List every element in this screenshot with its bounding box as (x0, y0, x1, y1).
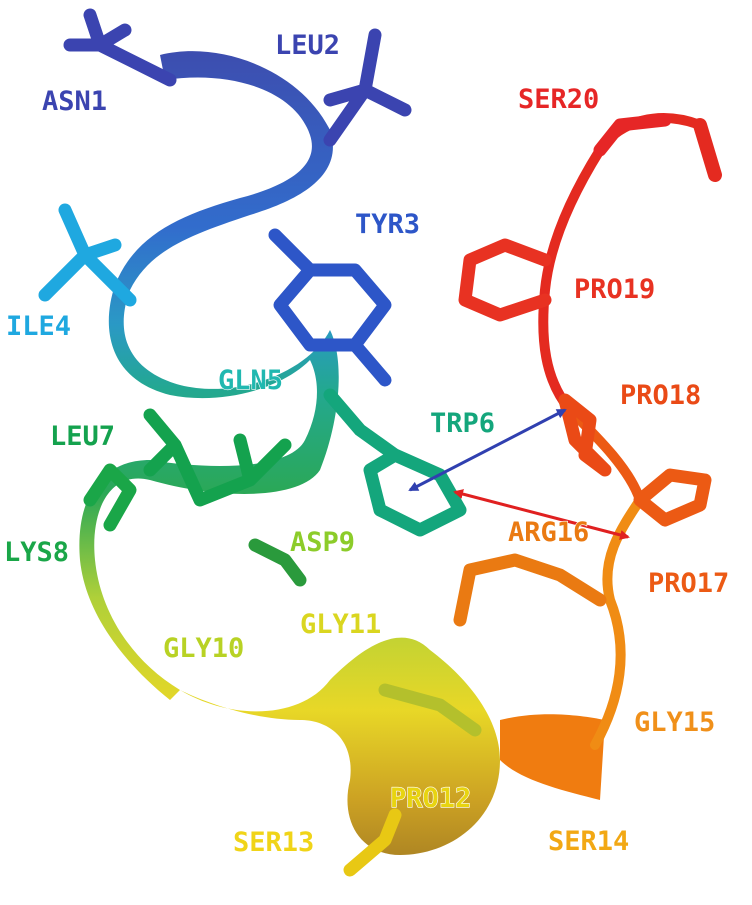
label-pro17: PRO17 (648, 568, 729, 599)
residue-labels: ASN1 LEU2 TYR3 ILE4 GLN5 TRP6 LEU7 LYS8 … (3, 29, 729, 858)
label-gln5: GLN5 (218, 365, 283, 396)
label-pro12: PRO12 (390, 783, 471, 814)
distance-arrows (408, 408, 630, 540)
label-ser20: SER20 (518, 84, 599, 115)
arrow-trp6-pro18 (408, 408, 567, 492)
label-pro19: PRO19 (574, 274, 655, 305)
label-lys8: LYS8 (4, 537, 69, 568)
label-ile4: ILE4 (6, 311, 71, 342)
label-tyr3: TYR3 (355, 209, 420, 240)
label-ser13: SER13 (233, 827, 314, 858)
helix-ribbon (79, 51, 605, 855)
side-chains (38, 8, 712, 877)
label-asp9: ASP9 (290, 527, 355, 558)
label-arg16: ARG16 (508, 517, 589, 548)
label-trp6: TRP6 (430, 408, 495, 439)
label-ser14: SER14 (548, 826, 629, 857)
arrow-trp6-pro17 (453, 489, 630, 540)
label-gly10: GLY10 (163, 633, 244, 664)
label-pro18: PRO18 (620, 380, 701, 411)
label-gly11: GLY11 (300, 609, 381, 640)
label-gly15: GLY15 (634, 707, 715, 738)
label-asn1: ASN1 (42, 86, 107, 117)
label-leu2: LEU2 (275, 30, 340, 61)
label-leu7: LEU7 (50, 421, 115, 452)
